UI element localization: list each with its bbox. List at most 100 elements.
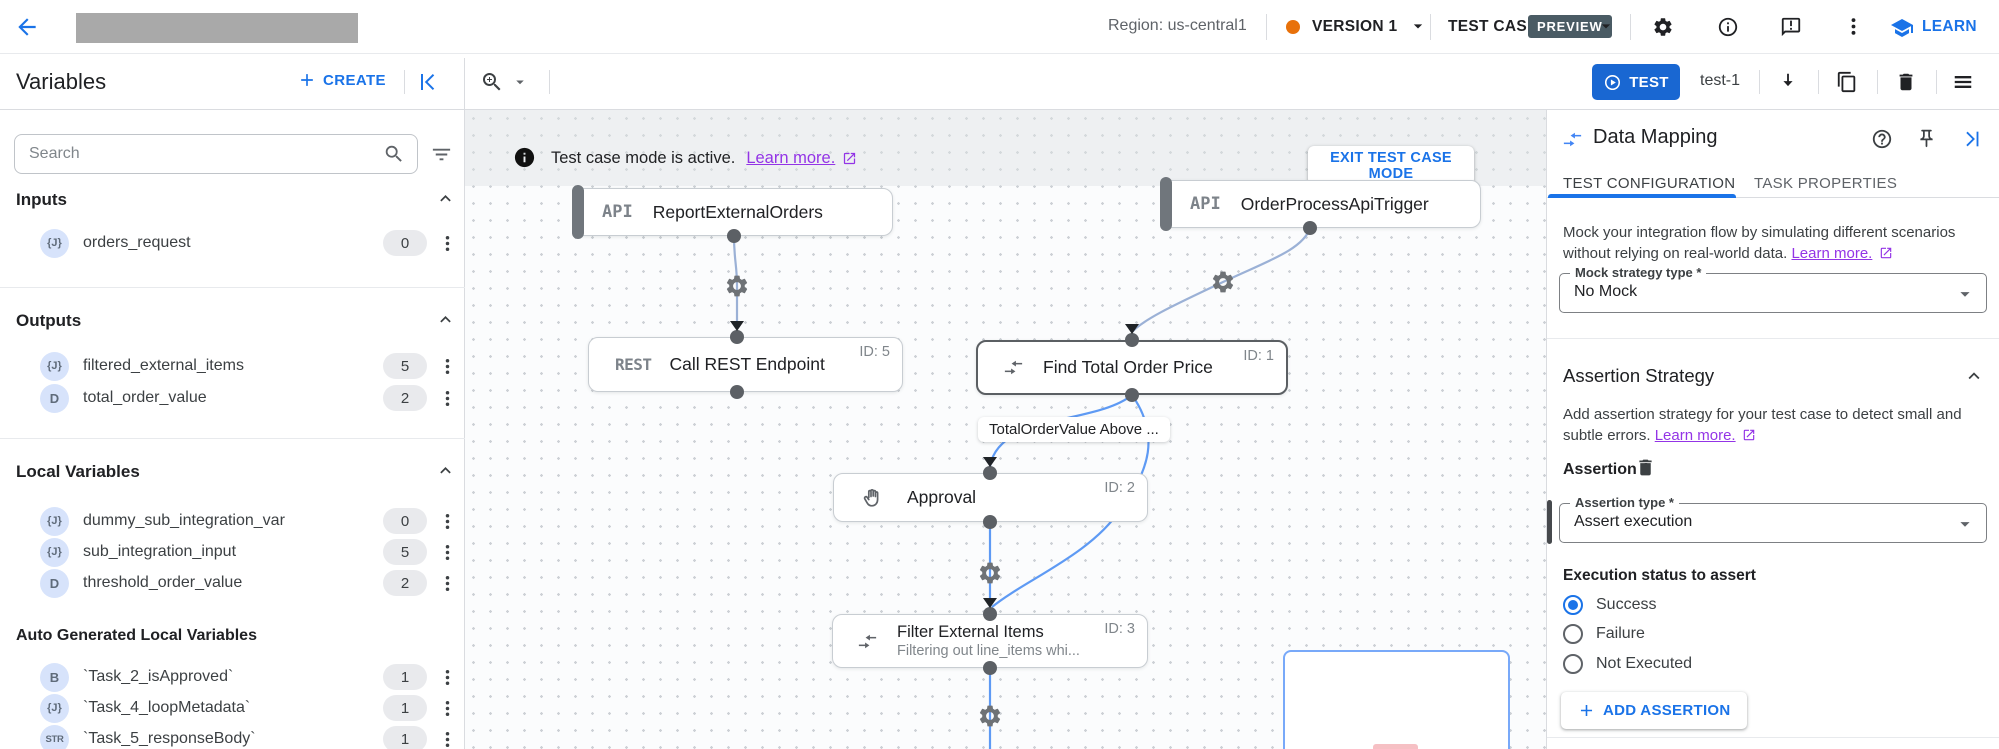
chevron-down-icon[interactable] xyxy=(1596,16,1616,36)
collapse-sidebar-icon[interactable] xyxy=(416,70,440,94)
assertion-type-select[interactable]: Assertion type * Assert execution xyxy=(1559,495,1987,543)
back-button[interactable] xyxy=(14,14,40,40)
node-find-total-order-price[interactable]: Find Total Order Price ID: 1 xyxy=(976,340,1288,395)
learn-button[interactable]: LEARN xyxy=(1922,18,1977,35)
count-badge: 1 xyxy=(383,726,427,749)
more-vert-icon[interactable] xyxy=(437,667,458,688)
edge-condition-label[interactable]: TotalOrderValue Above ... xyxy=(978,417,1170,442)
integration-canvas[interactable]: Test case mode is active. Learn more. EX… xyxy=(465,110,1546,749)
variable-row[interactable]: STR `Task_5_responseBody` 1 xyxy=(0,724,465,749)
more-vert-icon[interactable] xyxy=(437,729,458,749)
learn-more-link[interactable]: Learn more. xyxy=(746,149,836,167)
radio-success[interactable]: Success xyxy=(1563,595,1656,615)
delete-icon[interactable] xyxy=(1895,71,1917,93)
chevron-up-icon[interactable] xyxy=(435,188,456,209)
zoom-control[interactable] xyxy=(480,70,529,94)
more-vert-icon[interactable] xyxy=(437,511,458,532)
chevron-down-icon[interactable] xyxy=(1408,16,1428,36)
exit-test-case-mode-button[interactable]: EXIT TEST CASE MODE xyxy=(1308,146,1474,185)
more-vert-icon[interactable] xyxy=(437,233,458,254)
radio-not-executed[interactable]: Not Executed xyxy=(1563,654,1692,674)
version-status-dot xyxy=(1286,20,1300,34)
chevron-down-icon xyxy=(1954,513,1976,535)
count-badge: 5 xyxy=(383,353,427,379)
add-assertion-button[interactable]: ADD ASSERTION xyxy=(1561,692,1747,729)
divider xyxy=(464,58,465,110)
more-vert-icon[interactable] xyxy=(437,573,458,594)
data-mapping-icon xyxy=(1561,128,1584,151)
node-call-rest-endpoint[interactable]: REST Call REST Endpoint ID: 5 xyxy=(588,337,903,392)
more-vert-icon[interactable] xyxy=(437,698,458,719)
test-case-name[interactable]: test-1 xyxy=(1700,72,1741,89)
settings-gear-icon[interactable] xyxy=(1652,16,1674,38)
tabs-divider xyxy=(1547,197,1999,198)
filter-list-icon[interactable] xyxy=(430,143,453,166)
divider xyxy=(1266,14,1267,40)
node-order-process-api-trigger[interactable]: API OrderProcessApiTrigger xyxy=(1160,177,1481,231)
school-icon[interactable] xyxy=(1890,16,1914,40)
play-icon xyxy=(1603,73,1622,92)
variable-row[interactable]: D threshold_order_value 2 xyxy=(0,568,465,598)
radio-button-icon[interactable] xyxy=(1563,624,1583,644)
download-icon[interactable] xyxy=(1777,71,1799,93)
section-header-inputs: Inputs xyxy=(16,190,67,209)
variable-row[interactable]: B `Task_2_isApproved` 1 xyxy=(0,662,465,692)
tab-task-properties[interactable]: TASK PROPERTIES xyxy=(1754,175,1898,192)
divider xyxy=(1759,70,1760,94)
version-selector[interactable]: VERSION 1 xyxy=(1312,18,1398,35)
more-vert-icon[interactable] xyxy=(437,388,458,409)
variable-row[interactable]: {J} `Task_4_loopMetadata` 1 xyxy=(0,693,465,723)
node-report-external-orders[interactable]: API ReportExternalOrders xyxy=(572,185,893,239)
radio-button-icon[interactable] xyxy=(1563,654,1583,674)
radio-button-icon[interactable] xyxy=(1563,595,1583,615)
assertion-description: Add assertion strategy for your test cas… xyxy=(1563,406,1962,445)
divider xyxy=(0,438,465,439)
zoom-in-icon xyxy=(480,70,504,94)
rest-badge: REST xyxy=(615,355,652,374)
learn-more-link[interactable]: Learn more. xyxy=(1654,427,1736,445)
type-string-icon: STR xyxy=(40,724,69,749)
count-badge: 0 xyxy=(383,508,427,534)
variable-row[interactable]: {J} sub_integration_input 5 xyxy=(0,537,465,567)
radio-failure[interactable]: Failure xyxy=(1563,624,1645,644)
node-approval[interactable]: Approval ID: 2 xyxy=(833,473,1148,522)
variable-row[interactable]: {J} filtered_external_items 5 xyxy=(0,351,465,381)
mock-strategy-select[interactable]: Mock strategy type * No Mock xyxy=(1559,265,1987,313)
search-input[interactable] xyxy=(29,145,383,163)
create-variable-button[interactable]: CREATE xyxy=(297,70,386,90)
collapse-panel-icon[interactable] xyxy=(1961,128,1983,150)
variable-row[interactable]: D total_order_value 2 xyxy=(0,383,465,413)
variable-row[interactable]: {J} dummy_sub_integration_var 0 xyxy=(0,506,465,536)
data-mapping-icon xyxy=(856,630,879,653)
variable-row[interactable]: {J} orders_request 0 xyxy=(0,228,465,258)
scrollbar-thumb[interactable] xyxy=(1547,500,1552,544)
more-vert-icon[interactable] xyxy=(437,542,458,563)
chevron-up-icon[interactable] xyxy=(1963,365,1985,387)
chevron-down-icon xyxy=(511,73,529,91)
more-vert-icon[interactable] xyxy=(437,356,458,377)
more-vert-icon[interactable] xyxy=(1842,15,1865,38)
learn-more-link[interactable]: Learn more. xyxy=(1791,245,1873,263)
feedback-icon[interactable] xyxy=(1780,16,1802,38)
execution-status-label: Execution status to assert xyxy=(1563,567,1756,584)
chevron-up-icon[interactable] xyxy=(435,460,456,481)
search-icon xyxy=(383,143,405,165)
delete-assertion-icon[interactable] xyxy=(1635,457,1656,478)
search-field xyxy=(14,134,418,174)
help-icon[interactable] xyxy=(1871,128,1893,150)
type-json-icon: {J} xyxy=(40,351,69,381)
section-header-outputs: Outputs xyxy=(16,311,82,330)
info-icon[interactable] xyxy=(1717,16,1739,38)
pin-icon[interactable] xyxy=(1916,128,1937,149)
error-node-partial xyxy=(1373,744,1418,749)
chevron-up-icon[interactable] xyxy=(435,309,456,330)
tab-test-configuration[interactable]: TEST CONFIGURATION xyxy=(1563,175,1736,192)
variables-sidebar: Inputs {J} orders_request 0 Outputs {J} … xyxy=(0,110,465,749)
data-mapping-icon xyxy=(1002,356,1025,379)
list-menu-icon[interactable] xyxy=(1952,71,1974,93)
assertion-strategy-heading: Assertion Strategy xyxy=(1563,365,1715,386)
test-button[interactable]: TEST xyxy=(1592,64,1680,100)
divider xyxy=(1818,70,1819,94)
copy-icon[interactable] xyxy=(1836,71,1858,93)
node-filter-external-items[interactable]: Filter External Items Filtering out line… xyxy=(832,614,1148,668)
